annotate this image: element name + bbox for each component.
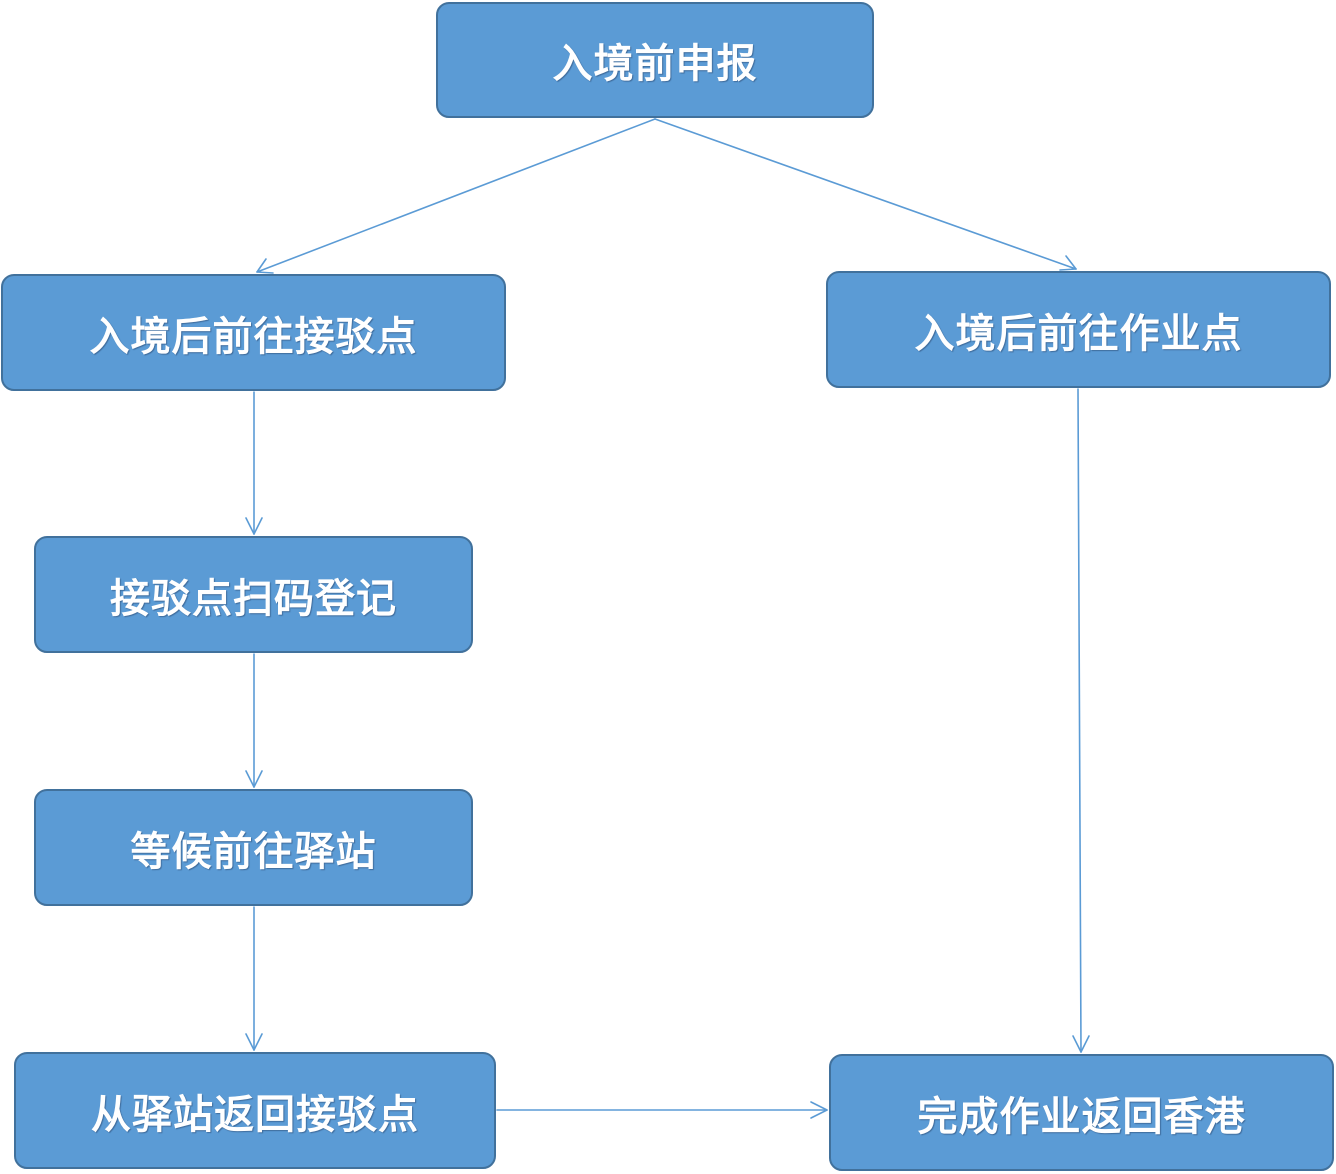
arrowhead-wait (245, 770, 263, 788)
arrowhead-complete (1072, 1035, 1090, 1053)
arrowhead-return (245, 1033, 263, 1051)
node-wait-label: 等候前往驿站 (130, 828, 377, 875)
node-complete-label: 完成作业返回香港 (917, 1093, 1246, 1140)
connector-declare-to-pickup (256, 118, 656, 273)
arrowhead-complete-side (810, 1101, 828, 1119)
node-work: 入境后前往作业点 (826, 271, 1331, 388)
node-return-label: 从驿站返回接驳点 (91, 1091, 419, 1138)
node-scan: 接驳点扫码登记 (34, 536, 473, 653)
node-pickup-label: 入境后前往接驳点 (89, 313, 418, 360)
connector-declare-to-work (654, 118, 1077, 270)
node-wait: 等候前往驿站 (34, 789, 473, 906)
node-return: 从驿站返回接驳点 (14, 1052, 496, 1169)
node-declare-label: 入境前申报 (552, 41, 758, 87)
connector-work-to-complete (1077, 388, 1082, 1053)
node-scan-label: 接驳点扫码登记 (110, 575, 397, 622)
node-complete: 完成作业返回香港 (829, 1054, 1334, 1171)
node-pickup: 入境后前往接驳点 (1, 274, 506, 391)
node-declare: 入境前申报 (436, 2, 874, 118)
arrowhead-work (1059, 255, 1077, 271)
arrowhead-pickup (256, 258, 274, 274)
arrowhead-scan (245, 517, 263, 535)
node-work-label: 入境后前往作业点 (914, 310, 1243, 357)
